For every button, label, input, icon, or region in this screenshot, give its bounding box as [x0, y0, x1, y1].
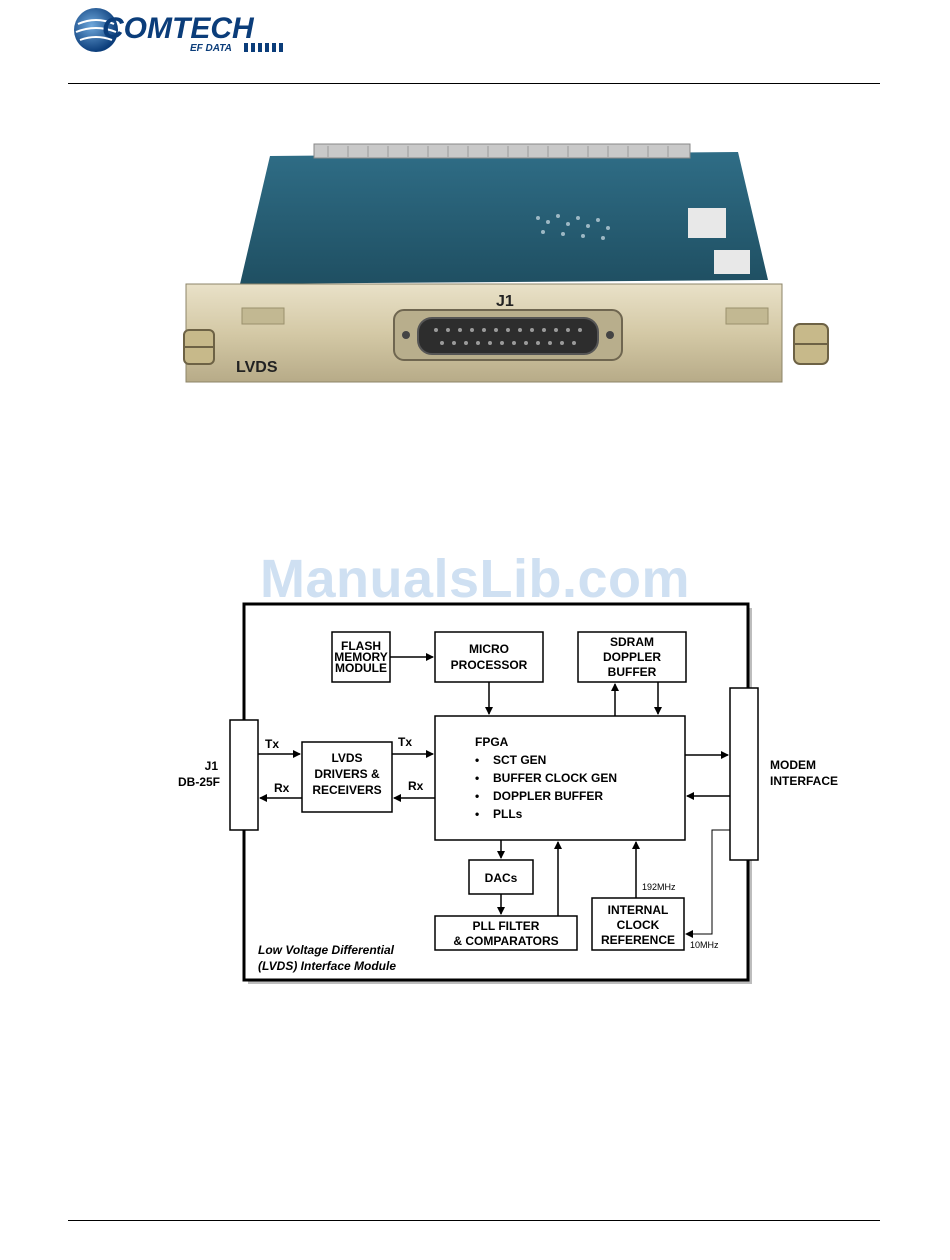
block-diagram: J1 DB-25F MODEM INTERFACE FLASH MEMORY M… [178, 602, 838, 984]
svg-text:•: • [475, 771, 479, 785]
j1-type-label: DB-25F [178, 775, 220, 789]
pll-filter-box [434, 915, 578, 951]
svg-text:INTERFACE: INTERFACE [770, 774, 838, 788]
clock-reference-box [591, 897, 685, 951]
header-rule [68, 83, 880, 84]
svg-text:•: • [475, 753, 479, 767]
globe-icon [74, 8, 118, 52]
j1-connector-bar [229, 719, 259, 831]
caption-line-1: Low Voltage Differential [258, 943, 395, 957]
svg-text:SDRAM: SDRAM [610, 635, 654, 649]
tx-left-label: Tx [265, 737, 279, 751]
svg-text:192MHz: 192MHz [642, 882, 676, 892]
modem-interface-bar [729, 687, 759, 861]
svg-text:(LVDS) Interface Module: (LVDS) Interface Module [258, 959, 396, 973]
pcb-board [240, 152, 768, 284]
svg-text:& COMPARATORS: & COMPARATORS [453, 934, 558, 948]
svg-text:•: • [475, 807, 479, 821]
caption-line-2: (LVDS) Interface Module [258, 959, 396, 973]
tx-right-label: Tx [398, 735, 412, 749]
edge-connector [313, 143, 691, 159]
svg-text:PROCESSOR: PROCESSOR [451, 658, 528, 672]
svg-text:DOPPLER: DOPPLER [603, 650, 661, 664]
fpga-title: FPGA [475, 735, 509, 749]
svg-text:BUFFER: BUFFER [608, 665, 657, 679]
fpga-item-sct-gen: SCT GEN [493, 753, 546, 767]
svg-text:BUFFER CLOCK GEN: BUFFER CLOCK GEN [493, 771, 617, 785]
fpga-item-plls: PLLs [493, 807, 523, 821]
svg-text:J1: J1 [205, 759, 219, 773]
svg-text:Low Voltage Differential: Low Voltage Differential [258, 943, 395, 957]
svg-text:FPGA: FPGA [475, 735, 509, 749]
svg-text:CLOCK: CLOCK [617, 918, 660, 932]
svg-text:RECEIVERS: RECEIVERS [312, 783, 381, 797]
svg-text:MODULE: MODULE [335, 661, 387, 675]
svg-text:DACs: DACs [485, 871, 518, 885]
svg-text:Tx: Tx [398, 735, 412, 749]
microprocessor-box [434, 631, 544, 683]
rx-right-label: Rx [408, 779, 424, 793]
svg-text:DRIVERS &: DRIVERS & [314, 767, 380, 781]
svg-text:MODEM: MODEM [770, 758, 816, 772]
svg-text:PLL FILTER: PLL FILTER [473, 919, 540, 933]
sdram-box [577, 631, 687, 683]
svg-text:MEMORY: MEMORY [334, 650, 388, 664]
svg-text:DOPPLER BUFFER: DOPPLER BUFFER [493, 789, 603, 803]
freq-10-label: 10MHz [690, 940, 719, 950]
thumbscrew-left [183, 329, 215, 365]
svg-text:REFERENCE: REFERENCE [601, 933, 675, 947]
dacs-box [468, 859, 534, 895]
svg-text:FLASH: FLASH [341, 639, 381, 653]
svg-text:Rx: Rx [274, 781, 290, 795]
svg-text:DB-25F: DB-25F [178, 775, 220, 789]
footer-rule [68, 1220, 880, 1221]
interface-label: INTERFACE [770, 774, 838, 788]
svg-text:10MHz: 10MHz [690, 940, 719, 950]
svg-text:PLLs: PLLs [493, 807, 523, 821]
svg-text:INTERNAL: INTERNAL [608, 903, 669, 917]
svg-text:SCT GEN: SCT GEN [493, 753, 546, 767]
photo-module-label: LVDS [236, 359, 278, 376]
lvds-module-photo: J1 LVDS [183, 143, 829, 383]
rx-left-label: Rx [274, 781, 290, 795]
fpga-box [434, 715, 686, 841]
freq-192-label: 192MHz [642, 882, 676, 892]
modem-label: MODEM [770, 758, 816, 772]
thumbscrew-right [793, 323, 829, 365]
fpga-item-buffer-clock-gen: BUFFER CLOCK GEN [493, 771, 617, 785]
svg-text:Rx: Rx [408, 779, 424, 793]
lvds-drivers-box [301, 741, 393, 813]
fpga-item-doppler-buffer: DOPPLER BUFFER [493, 789, 603, 803]
svg-text:MICRO: MICRO [469, 642, 509, 656]
svg-text:LVDS: LVDS [331, 751, 362, 765]
watermark: ManualsLib.com [259, 549, 691, 609]
logo-text: COMTECH [102, 12, 255, 45]
j1-label: J1 [205, 759, 219, 773]
logo-subtext: EF DATA [190, 43, 232, 54]
comtech-logo: COMTECH EF DATA [74, 8, 283, 54]
svg-text:•: • [475, 789, 479, 803]
photo-connector-label: J1 [496, 293, 514, 310]
svg-text:Tx: Tx [265, 737, 279, 751]
